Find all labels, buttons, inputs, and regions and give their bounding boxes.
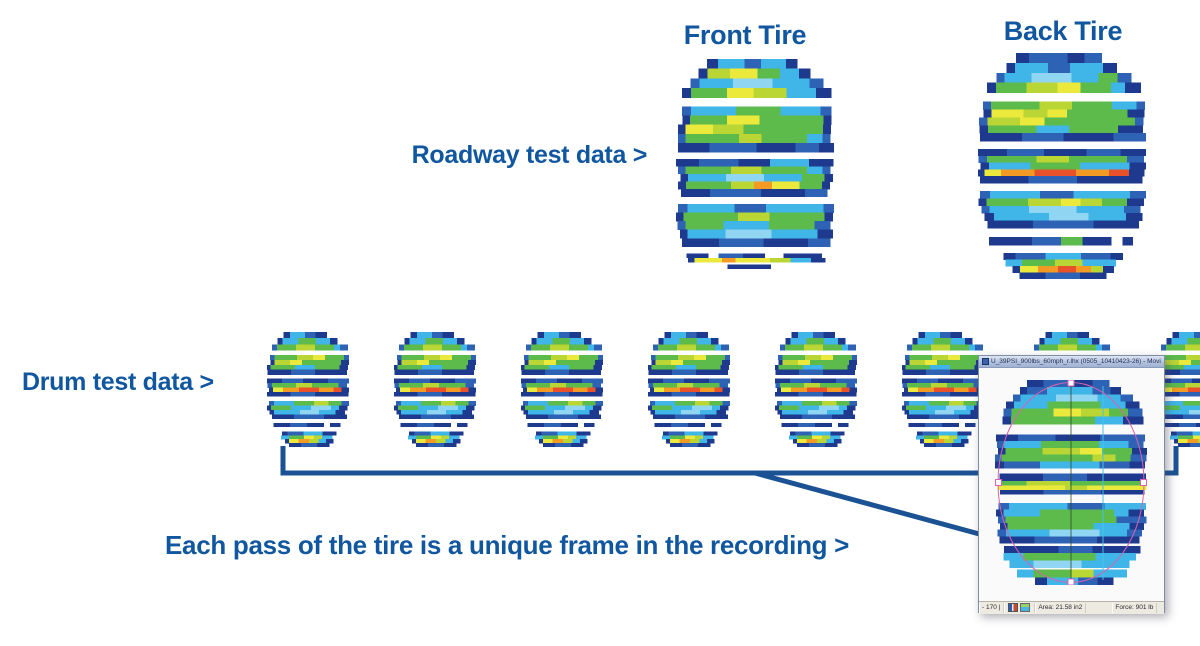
- frame-counter: - 170 |: [979, 603, 1005, 613]
- bracket-line: [280, 446, 1179, 476]
- drum-footprint: [648, 332, 730, 447]
- callout-line: [754, 470, 1006, 544]
- drum-footprint: [521, 332, 603, 447]
- drum-footprint: [775, 332, 857, 447]
- footprint-view: [979, 368, 1164, 601]
- each-pass-label: Each pass of the tire is a unique frame …: [165, 530, 850, 560]
- drum-test-data-label: Drum test data >: [22, 368, 214, 396]
- grid-icon[interactable]: [1020, 603, 1031, 612]
- drum-footprint: [267, 332, 349, 447]
- front-tire-label: Front Tire: [683, 20, 807, 50]
- measurement-window: U_39PSI_900lbs_60mph_r.lhx (0505_1041042…: [978, 355, 1165, 614]
- window-title: U_39PSI_900lbs_60mph_r.lhx (0505_1041042…: [991, 358, 1161, 365]
- back-tire-label: Back Tire: [1003, 16, 1123, 46]
- front-tire-footprint-heatmap: [676, 59, 834, 269]
- window-titlebar[interactable]: U_39PSI_900lbs_60mph_r.lhx (0505_1041042…: [979, 356, 1164, 368]
- statusbar-icons: [1004, 603, 1036, 613]
- ellipse-handle-top[interactable]: [1067, 380, 1075, 387]
- app-icon: [982, 358, 989, 365]
- ellipse-handle-right[interactable]: [1140, 479, 1147, 486]
- ellipse-handle-bottom[interactable]: [1067, 578, 1075, 585]
- area-readout: Area: 21.58 in2: [1035, 603, 1087, 613]
- back-tire-footprint-heatmap: [978, 53, 1146, 279]
- ellipse-annotation-overlay: [995, 380, 1147, 585]
- force-readout: Force: 901 lb: [1112, 603, 1158, 613]
- drum-footprint: [394, 332, 476, 447]
- roadway-test-data-label: Roadway test data >: [411, 141, 648, 169]
- film-icon[interactable]: [1008, 603, 1019, 612]
- window-statusbar: - 170 | Area: 21.58 in2 Force: 901 lb: [979, 601, 1164, 614]
- ellipse-handle-left[interactable]: [995, 479, 1002, 486]
